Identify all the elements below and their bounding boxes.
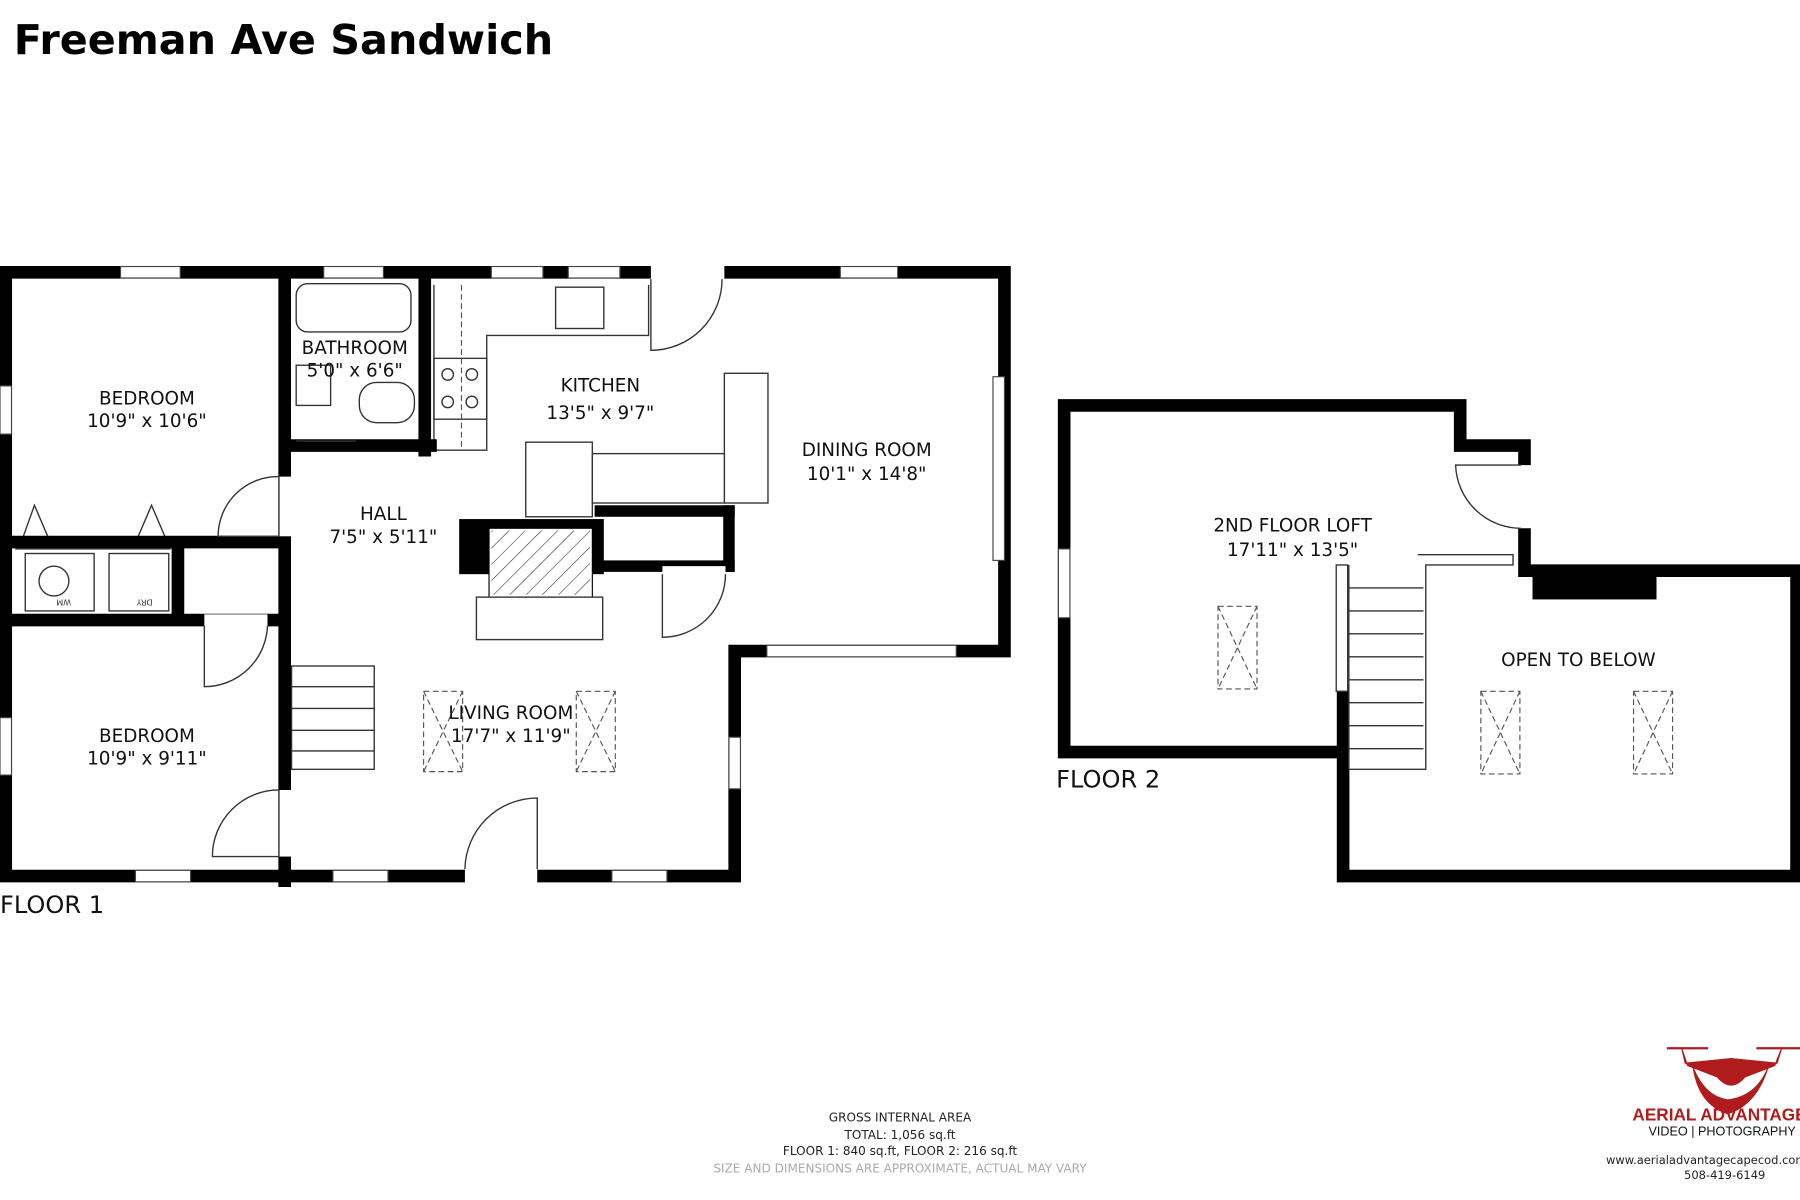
floor-2-label: FLOOR 2 xyxy=(1056,766,1160,794)
toilet xyxy=(358,381,416,424)
page-title: Freeman Ave Sandwich xyxy=(14,16,553,64)
stove xyxy=(433,357,488,420)
room-dims: 5'0" x 6'6" xyxy=(307,361,403,382)
room-name: BEDROOM xyxy=(99,388,195,409)
svg-text:VIDEO | PHOTOGRAPHY: VIDEO | PHOTOGRAPHY xyxy=(1648,1125,1796,1139)
svg-text:508-419-6149: 508-419-6149 xyxy=(1684,1168,1765,1182)
floor-2-plan: 2ND FLOOR LOFT 17'11" x 13'5" OPEN TO BE… xyxy=(1056,399,1800,883)
counter-peninsula xyxy=(723,372,769,504)
room-name: DINING ROOM xyxy=(802,440,932,461)
svg-text:GROSS INTERNAL AREA: GROSS INTERNAL AREA xyxy=(829,1111,972,1125)
stairs-floor1 xyxy=(290,665,375,771)
stairs-floor2 xyxy=(1335,553,1514,771)
area-summary: GROSS INTERNAL AREA TOTAL: 1,056 sq.ft F… xyxy=(713,1111,1087,1176)
floor-1-plan: WM DRY xyxy=(0,265,1011,919)
aerial-advantage-logo: AERIAL ADVANTAGE VIDEO | PHOTOGRAPHY www… xyxy=(1606,1047,1800,1182)
svg-text:DRY: DRY xyxy=(136,597,152,606)
floor-1-label: FLOOR 1 xyxy=(0,891,104,919)
svg-text:www.aerialadvantagecapecod.com: www.aerialadvantagecapecod.com xyxy=(1606,1153,1800,1167)
room-dims: 10'1" x 14'8" xyxy=(807,464,927,485)
skylights-floor2 xyxy=(1217,605,1674,775)
bathroom-sink xyxy=(295,364,332,407)
room-dims: 13'5" x 9'7" xyxy=(546,403,654,424)
svg-text:SIZE AND DIMENSIONS ARE APPROX: SIZE AND DIMENSIONS ARE APPROXIMATE, ACT… xyxy=(713,1161,1087,1175)
room-dims: 17'11" x 13'5" xyxy=(1227,540,1358,561)
kitchen-sink xyxy=(554,286,605,330)
room-dims: 10'9" x 9'11" xyxy=(87,749,207,770)
room-name: BATHROOM xyxy=(302,338,408,359)
room-name: 2ND FLOOR LOFT xyxy=(1213,516,1372,537)
svg-text:FLOOR 1: 840 sq.ft, FLOOR 2: 2: FLOOR 1: 840 sq.ft, FLOOR 2: 216 sq.ft xyxy=(783,1144,1017,1158)
dryer xyxy=(108,552,170,612)
room-name: HALL xyxy=(360,504,408,525)
counter-island xyxy=(525,441,594,518)
room-dims: 7'5" x 5'11" xyxy=(329,527,437,548)
kitchen-counter xyxy=(433,284,650,451)
drone-icon xyxy=(1666,1047,1800,1115)
svg-text:TOTAL: 1,056 sq.ft: TOTAL: 1,056 sq.ft xyxy=(844,1128,956,1142)
svg-text:WM: WM xyxy=(56,597,71,606)
room-name: BEDROOM xyxy=(99,726,195,747)
svg-text:AERIAL ADVANTAGE: AERIAL ADVANTAGE xyxy=(1632,1105,1800,1125)
room-name: LIVING ROOM xyxy=(448,703,573,724)
room-name: KITCHEN xyxy=(561,376,641,397)
windows xyxy=(0,265,1006,883)
skylights-floor1 xyxy=(423,690,616,773)
room-dims: 10'9" x 10'6" xyxy=(87,411,207,432)
washer xyxy=(24,552,95,612)
room-name: OPEN TO BELOW xyxy=(1501,650,1656,671)
hearth xyxy=(475,596,604,641)
doors xyxy=(203,265,727,883)
bathtub xyxy=(295,283,412,333)
room-dims: 17'7" x 11'9" xyxy=(451,726,571,747)
